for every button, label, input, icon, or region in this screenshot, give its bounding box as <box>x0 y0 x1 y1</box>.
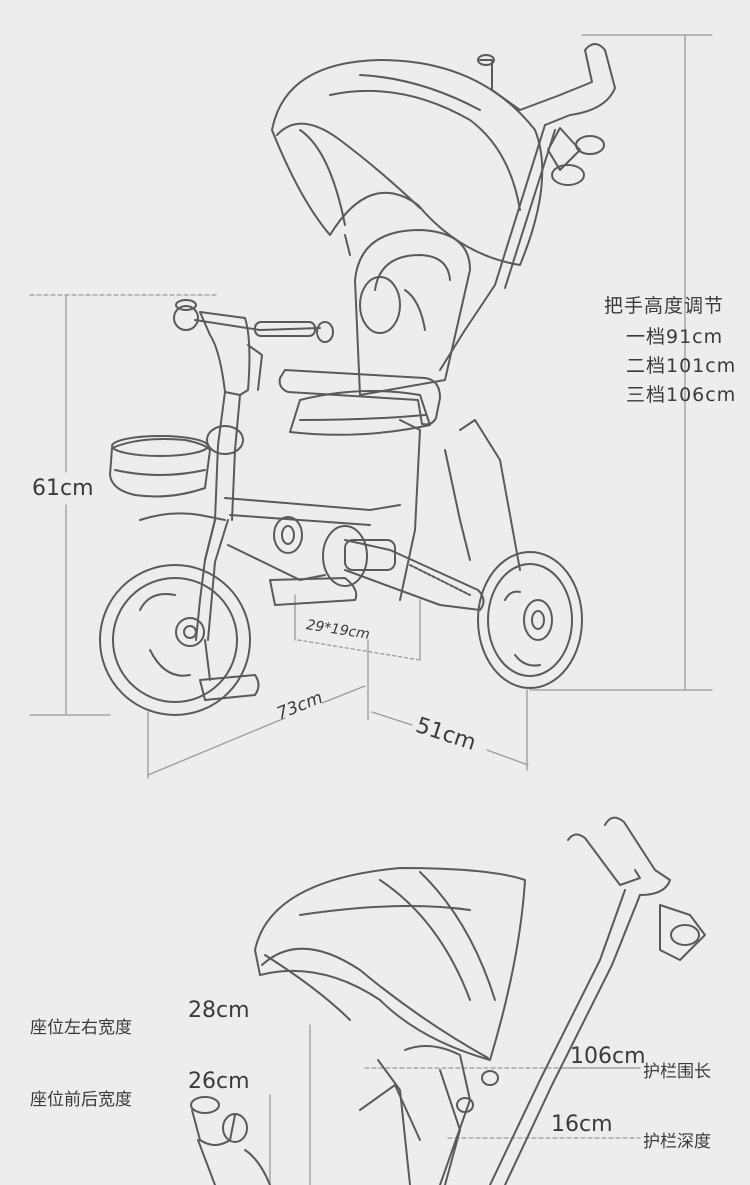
tricycle-side-view <box>99 43 616 716</box>
tricycle-seat-closeup <box>190 816 706 1185</box>
dimension-lines-top <box>29 34 713 779</box>
dimension-lines-bottom <box>269 1024 641 1185</box>
handle-height-heading: 把手高度调节 <box>604 295 725 317</box>
guard-depth-label: 护栏深度 <box>643 1132 711 1152</box>
guard-perimeter-label: 护栏围长 <box>643 1062 711 1082</box>
handle-level-3: 三档106cm <box>626 384 737 406</box>
handle-level-2: 二档101cm <box>626 355 737 377</box>
guard-perimeter-value: 106cm <box>570 1044 646 1069</box>
handle-level-1: 一档91cm <box>626 326 724 348</box>
guard-depth-value: 16cm <box>551 1112 613 1137</box>
seat-width-label: 座位左右宽度 <box>30 1018 132 1038</box>
seat-depth-label: 座位前后宽度 <box>30 1090 132 1110</box>
height-dimension: 61cm <box>30 476 96 501</box>
seat-width-value: 28cm <box>188 998 250 1023</box>
seat-depth-value: 26cm <box>188 1069 250 1094</box>
